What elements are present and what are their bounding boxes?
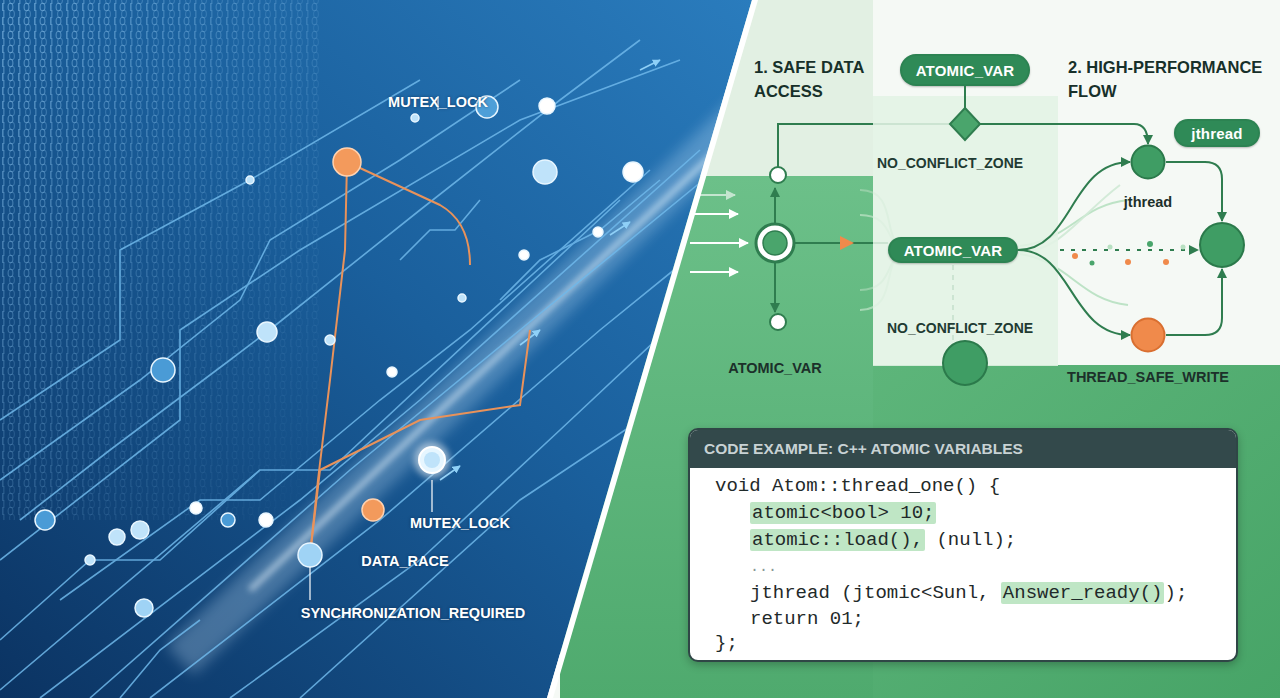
code-token: Answer_ready() <box>1001 582 1165 604</box>
thread-circle: jthread <box>1130 144 1166 180</box>
jthread-pill: jthread <box>1174 119 1260 147</box>
node-label: ATOMIC_VAR <box>916 62 1015 79</box>
code-token: ... <box>750 559 777 576</box>
circle-shape <box>1130 317 1166 353</box>
code-title: CODE EXAMPLE: C++ ATOMIC VARIABLES <box>704 440 1023 458</box>
code-token: jthread (jtomic<Sunl, <box>750 582 989 604</box>
code-header: CODE EXAMPLE: C++ ATOMIC VARIABLES <box>690 430 1236 468</box>
code-line: ... <box>750 554 777 578</box>
circle-outline <box>1132 319 1165 352</box>
signal-label: DATA_RACE <box>361 552 448 570</box>
atomic-var-pill: ATOMIC_VAR <box>888 237 1018 263</box>
code-line: }; <box>715 631 738 655</box>
code-line: atomic::load(), (null); <box>750 528 1016 552</box>
no-conflict-band: NO_CONFLICT_ZONE NO_CONFLICT_ZONE ATOMIC_V… <box>873 96 1058 366</box>
node-label: jthread <box>1191 125 1242 142</box>
zone-label: NO_CONFLICT_ZONE <box>877 155 1023 171</box>
code-token: ); <box>1164 582 1187 604</box>
zone-label: NO_CONFLICT_ZONE <box>887 320 1033 336</box>
code-line: jthread (jtomic<Sunl, Answer_ready()); <box>750 581 1187 605</box>
code-line: void Atom::thread_one() { <box>715 474 1000 498</box>
node-label: ATOMIC_VAR <box>904 242 1003 259</box>
node-caption: jthread <box>1124 194 1172 210</box>
signal-label: ATOMIC_VAR <box>728 359 821 377</box>
section-heading: 2. HIGH-PERFORMANCE FLOW <box>1068 55 1268 103</box>
signal-label: MUTEX_LOCK <box>410 514 510 532</box>
code-token: return 01; <box>750 608 864 630</box>
code-token: atomic::load(), <box>750 529 925 551</box>
signal-label: MUTEX_LOCK <box>388 93 488 111</box>
decision-diamond <box>950 108 980 140</box>
atomic-var-pill: ATOMIC_VAR <box>900 54 1030 86</box>
code-token: atomic<bool> 10; <box>750 502 936 524</box>
code-line: atomic<bool> 10; <box>750 501 936 525</box>
flow-connector <box>1018 162 1130 250</box>
source-circle <box>756 224 794 262</box>
write-circle: THREAD_SAFE_WRITE <box>1130 317 1166 353</box>
code-panel: CODE EXAMPLE: C++ ATOMIC VARIABLES void A… <box>688 428 1238 662</box>
code-token: void Atom::thread_one() { <box>715 475 1000 497</box>
flow-connector <box>965 86 1148 144</box>
section-heading: 1. SAFE DATA ACCESS <box>754 55 872 103</box>
circle-outline <box>1132 146 1165 179</box>
circle-shape <box>1130 144 1166 180</box>
signal-label: SYNCHRONIZATION_REQUIRED <box>301 604 526 622</box>
code-token: }; <box>715 632 738 654</box>
code-line: return 01; <box>750 607 864 631</box>
node-caption: THREAD_SAFE_WRITE <box>1067 369 1229 385</box>
flow-connector <box>1018 250 1130 335</box>
code-token: (null); <box>936 529 1016 551</box>
